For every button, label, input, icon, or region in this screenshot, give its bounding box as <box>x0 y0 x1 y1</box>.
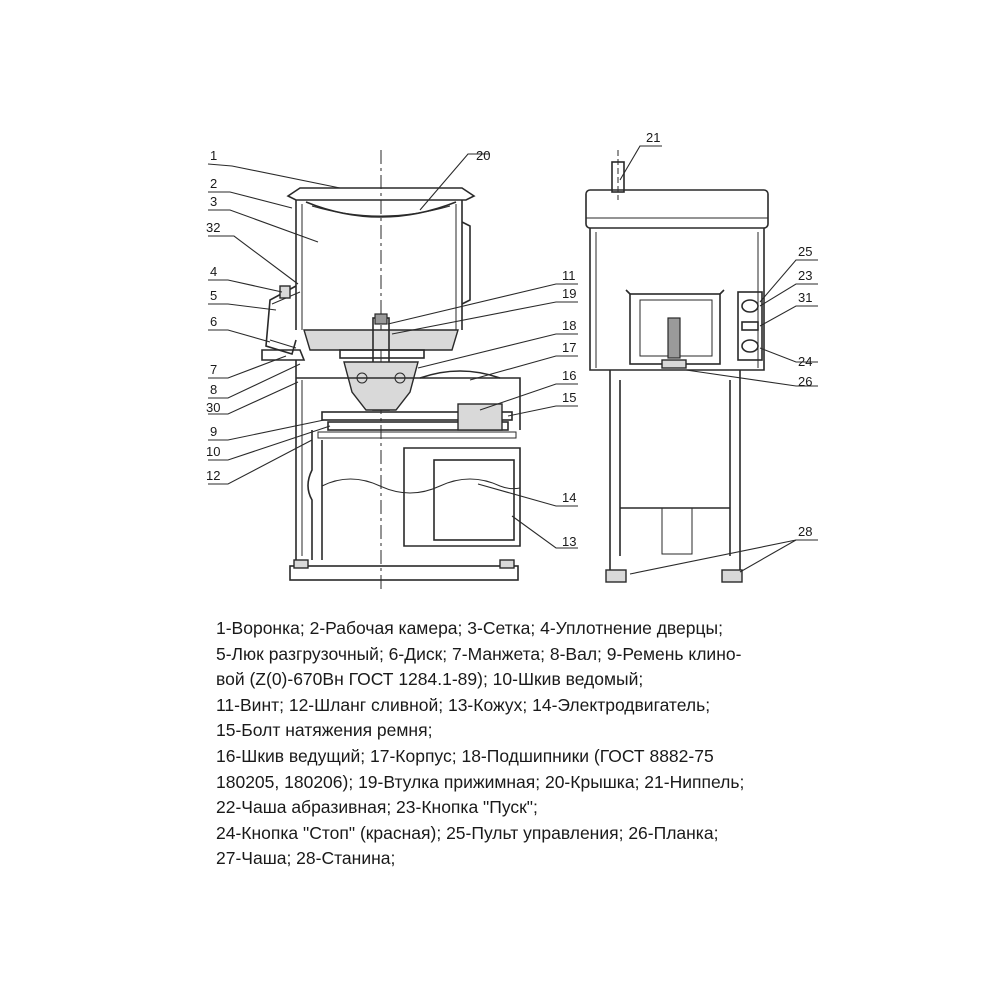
indicator-icon <box>741 321 759 331</box>
callout-18: 18 <box>562 318 576 333</box>
body-housing <box>295 360 521 560</box>
abrasive-disc <box>303 329 459 351</box>
drain-hose <box>307 430 313 560</box>
side-section-view <box>261 150 521 590</box>
working-chamber <box>295 200 463 330</box>
legend-line: 27-Чаша; 28-Станина; <box>216 848 396 869</box>
legend-line: вой (Z(0)-670Вн ГОСТ 1284.1-89); 10-Шкив… <box>216 669 644 690</box>
callout-26: 26 <box>798 374 812 389</box>
chamber-front <box>589 228 765 371</box>
callout-23: 23 <box>798 268 812 283</box>
legend-line: 11-Винт; 12-Шланг сливной; 13-Кожух; 14-… <box>216 694 711 715</box>
callout-14: 14 <box>562 490 576 505</box>
callout-31: 31 <box>798 290 812 305</box>
callout-3: 3 <box>210 194 217 209</box>
callout-11: 11 <box>562 268 576 283</box>
callout-4: 4 <box>210 264 217 279</box>
callout-1: 1 <box>210 148 217 163</box>
callout-20: 20 <box>476 148 490 163</box>
stand-front <box>609 370 741 570</box>
callout-10: 10 <box>206 444 220 459</box>
control-panel <box>737 291 763 361</box>
base-frame <box>289 565 519 581</box>
callout-labels: 1 2 3 32 4 5 6 7 8 30 9 10 12 20 11 19 1… <box>206 130 812 549</box>
callout-24: 24 <box>798 354 812 369</box>
legend-line: 180205, 180206); 19-Втулка прижимная; 20… <box>216 771 745 792</box>
callout-5: 5 <box>210 288 217 303</box>
callout-21: 21 <box>646 130 660 145</box>
legend-line: 5-Люк разгрузочный; 6-Диск; 7-Манжета; 8… <box>216 643 742 664</box>
callout-19: 19 <box>562 286 576 301</box>
front-view <box>585 150 769 583</box>
callout-28: 28 <box>798 524 812 539</box>
callout-12: 12 <box>206 468 220 483</box>
callout-8: 8 <box>210 382 217 397</box>
callout-25: 25 <box>798 244 812 259</box>
lid-front <box>585 189 769 229</box>
legend-line: 15-Болт натяжения ремня; <box>216 720 433 741</box>
callout-16: 16 <box>562 368 576 383</box>
callout-6: 6 <box>210 314 217 329</box>
legend-line: 16-Шкив ведущий; 17-Корпус; 18-Подшипник… <box>216 745 714 766</box>
technical-drawing: 1 2 3 32 4 5 6 7 8 30 9 10 12 20 11 19 1… <box>206 130 818 590</box>
legend-line: 24-Кнопка "Стоп" (красная); 25-Пульт упр… <box>216 822 719 843</box>
casing <box>433 459 515 541</box>
callout-32: 32 <box>206 220 220 235</box>
parts-legend: 1-Воронка; 2-Рабочая камера; 3-Сетка; 4-… <box>216 616 806 872</box>
mesh-cover <box>305 201 457 218</box>
stop-button-icon <box>741 339 759 353</box>
legend-line: 1-Воронка; 2-Рабочая камера; 3-Сетка; 4-… <box>216 618 723 638</box>
callout-9: 9 <box>210 424 217 439</box>
disc-plate <box>339 349 425 359</box>
drive-pulley <box>457 403 503 431</box>
callout-13: 13 <box>562 534 576 549</box>
callout-7: 7 <box>210 362 217 377</box>
driven-pulley <box>321 411 513 421</box>
leader-lines <box>207 145 818 575</box>
callout-2: 2 <box>210 176 217 191</box>
start-button-icon <box>741 299 759 313</box>
legend-line: 22-Чаша абразивная; 23-Кнопка "Пуск"; <box>216 797 538 818</box>
electric-motor <box>403 447 521 547</box>
callout-30: 30 <box>206 400 220 415</box>
bearing-housing <box>343 361 419 411</box>
belt <box>317 431 517 439</box>
callout-17: 17 <box>562 340 576 355</box>
callout-15: 15 <box>562 390 576 405</box>
